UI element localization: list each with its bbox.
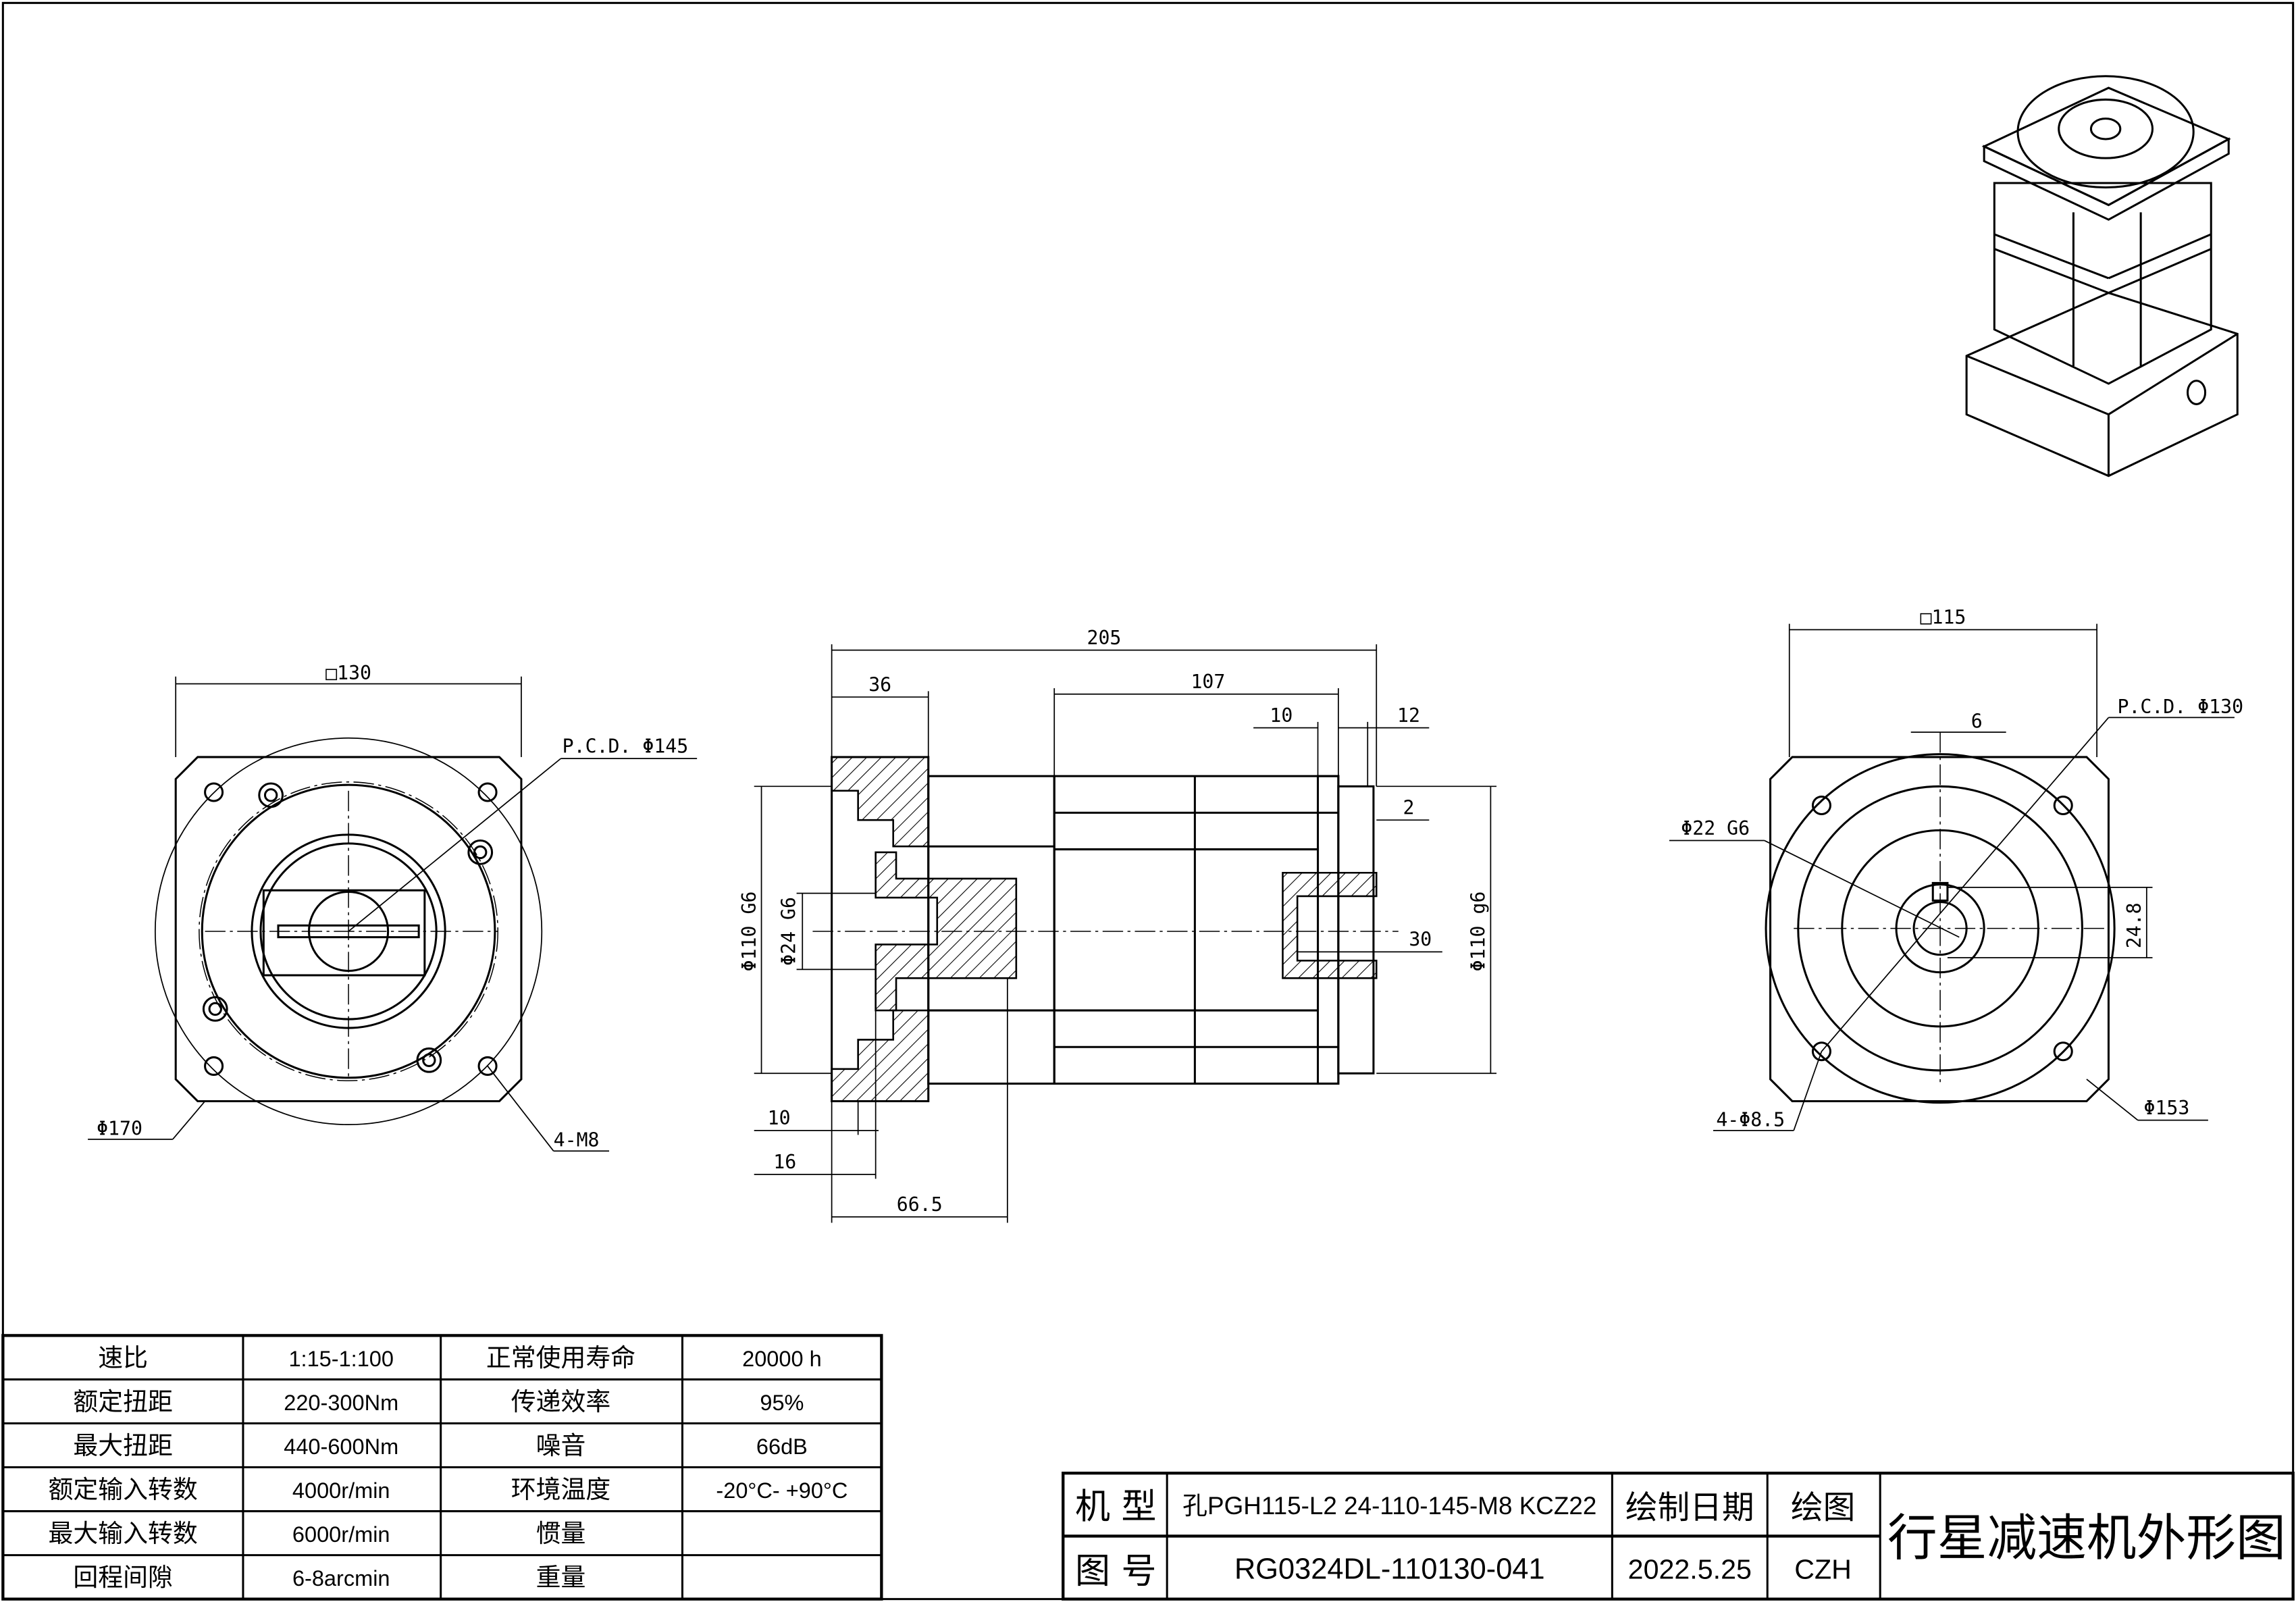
title-block: 机 型 孔PGH115-L2 24-110-145-M8 KCZ22 绘制日期 … bbox=[1062, 1472, 2295, 1601]
spec-cell-label2: 传递效率 bbox=[511, 1387, 610, 1416]
dim-16: 16 bbox=[773, 1151, 796, 1173]
dim-shaft-22: Φ22 G6 bbox=[1681, 817, 1750, 839]
spec-cell-label2: 惯量 bbox=[536, 1519, 586, 1548]
dim-107: 107 bbox=[1191, 671, 1225, 693]
drawing-title: 行星减速机外形图 bbox=[1887, 1510, 2286, 1568]
dim-pcd-145: P.C.D. Φ145 bbox=[563, 735, 689, 757]
dim-pcd-130: P.C.D. Φ130 bbox=[2117, 696, 2243, 718]
input-end-view: □130 P.C.D. Φ145 Φ170 4-M8 bbox=[88, 662, 698, 1152]
dim-10-bottom: 10 bbox=[768, 1107, 791, 1129]
spec-cell-label2: 正常使用寿命 bbox=[486, 1343, 635, 1372]
output-end-view: □115 P.C.D. Φ130 6 Φ22 G6 24.8 4-Φ8.5 Φ1… bbox=[1669, 606, 2243, 1131]
dim-2: 2 bbox=[1403, 797, 1414, 819]
dim-holes-8-5: 4-Φ8.5 bbox=[1716, 1108, 1785, 1131]
model-label: 机 型 bbox=[1075, 1487, 1157, 1527]
spec-cell-label1: 速比 bbox=[98, 1343, 148, 1372]
dim-10-top: 10 bbox=[1270, 704, 1293, 727]
date-value: 2022.5.25 bbox=[1628, 1553, 1752, 1584]
dim-12: 12 bbox=[1397, 704, 1420, 727]
spec-cell-label2: 环境温度 bbox=[511, 1475, 610, 1504]
dim-66-5: 66.5 bbox=[897, 1193, 943, 1216]
dim-square-130: □130 bbox=[325, 662, 371, 684]
spec-table: 速比 1:15-1:100 正常使用寿命 20000 h 额定扭距 220-300Nm 传递… bbox=[1, 1334, 883, 1601]
dim-dia-170: Φ170 bbox=[97, 1117, 142, 1139]
spec-cell-value1: 6000r/min bbox=[292, 1522, 390, 1547]
spec-cell-label1: 额定输入转数 bbox=[49, 1475, 198, 1504]
spec-cell-value1: 440-600Nm bbox=[284, 1435, 398, 1459]
dim-length-205: 205 bbox=[1087, 627, 1122, 649]
dim-input-pilot: Φ110 G6 bbox=[738, 892, 760, 972]
spec-cell-label2: 重量 bbox=[536, 1563, 586, 1592]
spec-cell-label1: 最大输入转数 bbox=[49, 1519, 198, 1548]
dim-30: 30 bbox=[1409, 929, 1432, 951]
dim-key-6: 6 bbox=[1971, 710, 1983, 733]
dim-key-24-8: 24.8 bbox=[2123, 902, 2145, 948]
spec-cell-value1: 6-8arcmin bbox=[292, 1566, 390, 1591]
spec-cell-value2: 20000 h bbox=[742, 1347, 822, 1371]
drawing-no-value: RG0324DL-110130-041 bbox=[1234, 1553, 1545, 1585]
spec-cell-value1: 1:15-1:100 bbox=[288, 1347, 393, 1371]
drawer-label: 绘图 bbox=[1791, 1489, 1855, 1526]
spec-cell-value2: 95% bbox=[760, 1391, 804, 1415]
drawer-value: CZH bbox=[1794, 1553, 1852, 1584]
spec-cell-value2: -20°C- +90°C bbox=[716, 1478, 847, 1503]
date-label: 绘制日期 bbox=[1625, 1489, 1754, 1526]
mounting-holes bbox=[202, 782, 498, 1076]
spec-cell-label2: 噪音 bbox=[536, 1431, 586, 1460]
dim-square-115: □115 bbox=[1921, 606, 1966, 629]
dim-holes-m8: 4-M8 bbox=[554, 1129, 600, 1152]
side-section-view: 205 36 107 10 12 2 Φ110 G6 Φ24 G6 30 Φ11… bbox=[738, 627, 1497, 1223]
dim-36: 36 bbox=[868, 673, 891, 696]
isometric-view bbox=[1965, 75, 2239, 477]
spec-cell-value1: 220-300Nm bbox=[284, 1391, 398, 1415]
spec-cell-label1: 额定扭距 bbox=[73, 1387, 172, 1416]
dim-input-bore: Φ24 G6 bbox=[777, 897, 800, 966]
spec-cell-label1: 最大扭距 bbox=[73, 1431, 172, 1460]
drawing-no-label: 图 号 bbox=[1075, 1551, 1157, 1592]
spec-cell-value1: 4000r/min bbox=[292, 1478, 390, 1503]
model-value: 孔PGH115-L2 24-110-145-M8 KCZ22 bbox=[1182, 1492, 1596, 1520]
spec-cell-value2: 66dB bbox=[756, 1435, 808, 1459]
dim-output-pilot: Φ110 g6 bbox=[1467, 892, 1490, 972]
dim-dia-153: Φ153 bbox=[2143, 1097, 2189, 1119]
spec-cell-label1: 回程间隙 bbox=[73, 1563, 172, 1592]
